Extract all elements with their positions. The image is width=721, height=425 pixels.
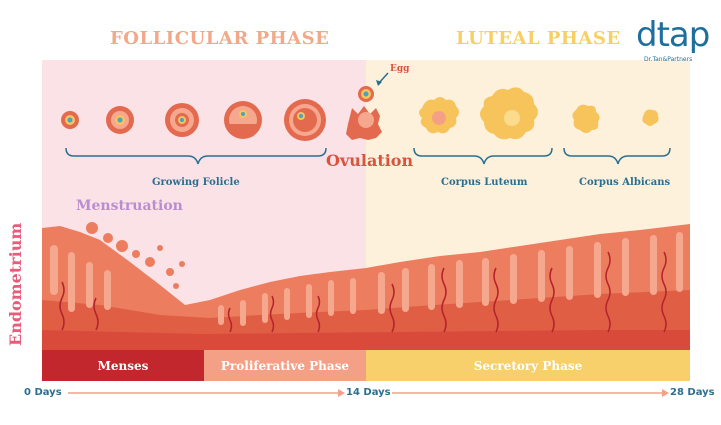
growing-follicle-label: Growing Folicle: [152, 177, 240, 188]
egg-cell: [358, 86, 374, 102]
growing-follicle-bracket: [65, 147, 327, 165]
endometrium-tissue: [42, 222, 690, 350]
day-14-label: 14 Days: [346, 387, 391, 398]
follicular-phase-title: FOLLICULAR PHASE: [110, 28, 330, 49]
egg-label: Egg: [390, 64, 410, 74]
menstruation-label: Menstruation: [76, 198, 183, 214]
dtap-logo: dtap Dr.Tan&Partners: [636, 18, 710, 66]
timeline: [68, 389, 669, 397]
logo-text: dtap: [636, 15, 710, 55]
follicle-stage-4: [224, 101, 262, 139]
endometrium-label: Endometrium: [6, 222, 25, 346]
corpus-albicans-bracket: [563, 147, 671, 165]
follicle-stage-5: [284, 99, 326, 141]
day-0-label: 0 Days: [24, 387, 62, 398]
proliferative-phase-band: Proliferative Phase: [204, 350, 366, 381]
follicle-stage-1: [61, 111, 79, 129]
follicle-stage-3: [165, 103, 199, 137]
follicle-stage-2: [106, 106, 134, 134]
corpus-albicans: [572, 104, 659, 133]
corpus-luteum: [419, 87, 538, 140]
ovulation-follicle: [346, 106, 382, 140]
growing-follicles: [61, 99, 326, 141]
corpus-luteum-bracket: [413, 147, 553, 165]
ovulation-label: Ovulation: [326, 151, 414, 170]
day-28-label: 28 Days: [670, 387, 715, 398]
secretory-phase-band: Secretory Phase: [366, 350, 690, 381]
luteal-phase-title: LUTEAL PHASE: [456, 28, 621, 49]
menses-phase-band: Menses: [42, 350, 204, 381]
brackets: [65, 147, 671, 165]
logo-subtext: Dr.Tan&Partners: [644, 56, 693, 63]
menstruation-shedding: [86, 222, 185, 289]
corpus-luteum-label: Corpus Luteum: [441, 177, 528, 188]
corpus-albicans-label: Corpus Albicans: [579, 177, 671, 188]
